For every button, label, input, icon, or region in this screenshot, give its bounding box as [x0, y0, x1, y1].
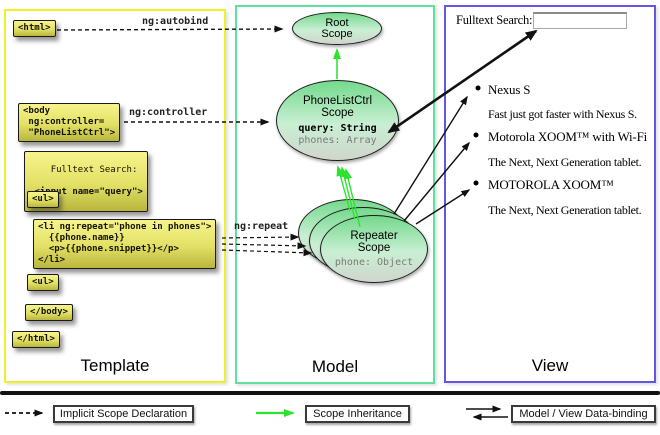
legend-scope-inheritance: Scope Inheritance: [305, 405, 410, 423]
repeater-scope-title: Repeater Scope: [350, 229, 398, 254]
repeater-prop-phone: phone: Object: [334, 256, 414, 268]
code-body-open: <body ng:controller= "PhoneListCtrl">: [18, 103, 121, 142]
code-body-close: </body>: [25, 304, 73, 321]
view-item-desc: The Next, Next Generation tablet.: [488, 203, 642, 217]
legend-separator-line: [0, 391, 660, 395]
view-item-desc: The Next, Next Generation tablet.: [488, 155, 642, 169]
model-panel-label: Model: [311, 357, 359, 376]
root-scope-ellipse: Root Scope: [292, 12, 382, 45]
phonelistctrl-prop-query: query: String: [298, 122, 377, 134]
phonelistctrl-scope-ellipse: PhoneListCtrl Scope query: String phones…: [276, 80, 399, 161]
code-ul-close: <ul>: [27, 274, 59, 291]
code-html-close: </html>: [12, 331, 60, 348]
model-panel: Model: [235, 5, 435, 384]
view-item-title: Motorola XOOM™ with Wi-Fi: [488, 129, 648, 144]
view-panel-label: View: [531, 356, 569, 375]
code-ul-open: <ul>: [27, 191, 59, 208]
phonelistctrl-prop-phones: phones: Array: [298, 134, 377, 146]
code-li-repeat: <li ng:repeat="phone in phones"> {{phone…: [33, 219, 217, 269]
label-ng-repeat: ng:repeat: [234, 221, 289, 232]
fulltext-search-input[interactable]: [533, 12, 627, 29]
repeater-scope-ellipse-front: Repeater Scope phone: Object: [320, 215, 428, 283]
root-scope-title: Root Scope: [321, 16, 353, 40]
view-item-title: Nexus S: [488, 82, 531, 97]
code-html-open: <html>: [13, 20, 56, 37]
template-panel-label: Template: [80, 356, 150, 375]
label-ng-autobind: ng:autobind: [142, 16, 209, 27]
fulltext-search-label: Fulltext Search:: [456, 13, 533, 27]
code-fulltext-label: Fulltext Search:: [50, 165, 138, 175]
view-item-desc: Fast just got faster with Nexus S.: [488, 107, 637, 121]
label-ng-controller: ng:controller: [129, 107, 208, 118]
phonelistctrl-scope-title: PhoneListCtrl Scope: [302, 94, 373, 119]
legend-data-binding: Model / View Data-binding: [511, 405, 656, 423]
legend-implicit-scope: Implicit Scope Declaration: [53, 405, 194, 423]
view-item-title: MOTOROLA XOOM™: [488, 177, 614, 192]
view-panel: View: [444, 5, 656, 383]
